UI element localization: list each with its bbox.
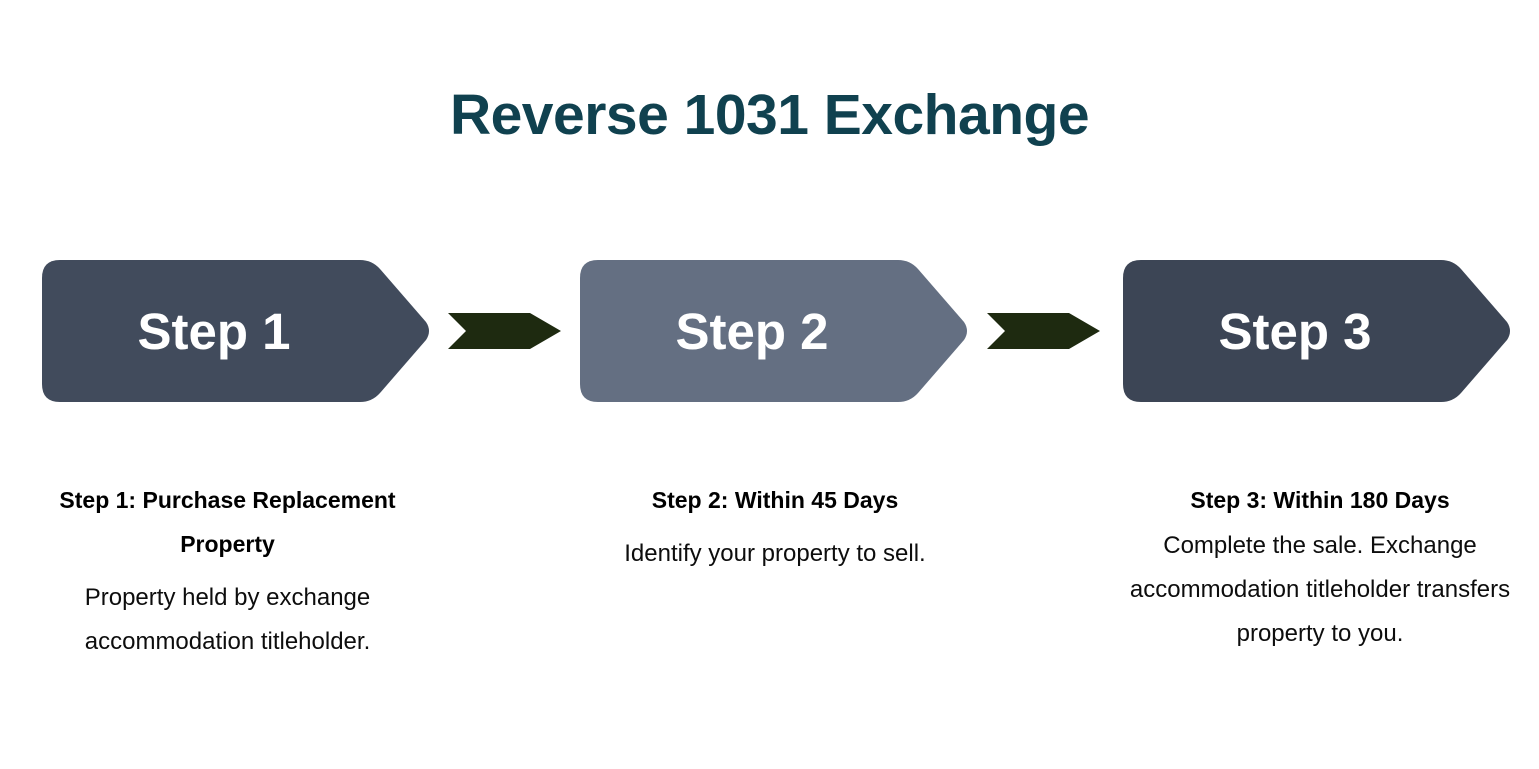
step-badge-label-2: Step 2 <box>675 302 829 360</box>
step-caption-heading-1: Step 1: Purchase Replacement Property <box>59 487 396 558</box>
chevron-shape-icon <box>1123 260 1510 402</box>
chevron-shape-icon <box>580 260 967 402</box>
chevron-shape-icon <box>42 260 429 402</box>
step-badge-2: Step 2 <box>580 260 968 402</box>
step-caption-2: Step 2: Within 45 Days Identify your pro… <box>580 478 970 576</box>
step-caption-body-2: Identify your property to sell. <box>624 540 926 568</box>
chevron-arrow-right-icon <box>987 313 1100 349</box>
step-badge-label-3: Step 3 <box>1218 302 1372 360</box>
step-badge-label-1: Step 1 <box>137 302 291 360</box>
step-caption-heading-2: Step 2: Within 45 Days <box>651 487 899 513</box>
step-caption-heading-3: Step 3: Within 180 Days <box>1190 487 1450 513</box>
step-caption-body-1: Property held by exchange accommodation … <box>84 584 371 656</box>
connector-arrow-2 <box>987 313 1100 349</box>
step-badge-1: Step 1 <box>42 260 430 402</box>
step-caption-3: Step 3: Within 180 Days Complete the sal… <box>1120 478 1520 657</box>
step-badge-3: Step 3 <box>1123 260 1511 402</box>
chevron-arrow-right-icon <box>448 313 561 349</box>
step-caption-body-3: Complete the sale. Exchange accommodatio… <box>1129 532 1511 648</box>
page-title: Reverse 1031 Exchange <box>449 83 1090 147</box>
step-caption-1: Step 1: Purchase Replacement Property Pr… <box>25 478 430 665</box>
connector-arrow-1 <box>448 313 561 349</box>
